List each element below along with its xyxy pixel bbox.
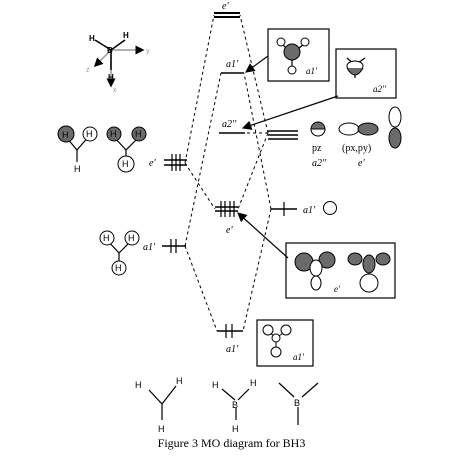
box-a1-bonding: a1' (256, 319, 314, 367)
bottom-bh3-h-3: H (232, 424, 239, 434)
lig-h-6: H (122, 159, 129, 169)
box-a1-bond-label: a1' (293, 352, 305, 362)
box-a2-label: a2'' (373, 84, 387, 94)
boron-s-orbital: a1' (271, 201, 337, 216)
lig-h-4: H (110, 129, 117, 139)
mo-levels: e' a1' a2'' e' a1' (214, 1, 245, 355)
b-pxpy-sym: e' (358, 158, 365, 169)
level-top-e: e' (222, 1, 229, 12)
b-pxpy-label: (px,py) (342, 143, 371, 154)
level-a1-star: a1' (226, 59, 239, 70)
bottom-h-3: H (158, 424, 165, 434)
ligand-e-orbitals: H H H H H H e' (57, 125, 187, 174)
ligand-a1-label: a1' (143, 242, 156, 253)
bottom-bh3-h-2: H (250, 378, 257, 388)
level-a2: a2'' (222, 119, 237, 130)
lig-h-1: H (62, 130, 69, 140)
box-a1-star-label: a1' (306, 66, 318, 76)
lig-a1-h-3: H (115, 263, 122, 273)
lig-a1-h-1: H (103, 233, 110, 243)
axis-b: B (107, 46, 113, 55)
box-a2-nonbonding: a2'' (335, 48, 397, 99)
box-e-label: e' (334, 284, 341, 294)
bottom-bh3-b: B (232, 400, 238, 410)
bottom-h-2: H (176, 376, 183, 386)
axis-h3: H (108, 73, 114, 82)
axis-z-label: z (86, 67, 90, 74)
b-s-sym: a1' (303, 205, 316, 216)
b-pz-label: pz (312, 143, 322, 154)
box-a1-antibonding: a1' (267, 28, 330, 82)
axis-h2: H (123, 31, 129, 40)
pointer-arrows (237, 55, 339, 259)
ligand-e-label: e' (149, 158, 156, 169)
b-pz-sym: a2'' (312, 158, 327, 169)
box-e-bonding: e' (285, 242, 396, 299)
bottom-h-1: H (135, 380, 142, 390)
bottom-b: B (294, 398, 300, 408)
bottom-structures: H H H H H B H B (135, 376, 319, 434)
axis-y-label: y (146, 48, 150, 55)
axis-molecule: H H H B y z x (86, 31, 150, 94)
level-mid-e: e' (226, 225, 233, 236)
lig-h-3: H (74, 164, 81, 174)
lig-h-5: H (135, 129, 142, 139)
level-bottom-a1: a1' (226, 344, 239, 355)
lig-h-2: H (86, 129, 93, 139)
boron-p-orbitals: pz a2'' (px,py) e' (268, 106, 402, 169)
bottom-bh3-h-1: H (212, 380, 219, 390)
axis-h1: H (89, 34, 95, 43)
correlation-lines (184, 14, 272, 332)
ligand-a1-orbital: H H H a1' (99, 230, 186, 276)
axis-x-label: x (113, 87, 117, 94)
figure-caption: Figure 3 MO diagram for BH3 (157, 436, 306, 450)
lig-a1-h-2: H (128, 233, 135, 243)
